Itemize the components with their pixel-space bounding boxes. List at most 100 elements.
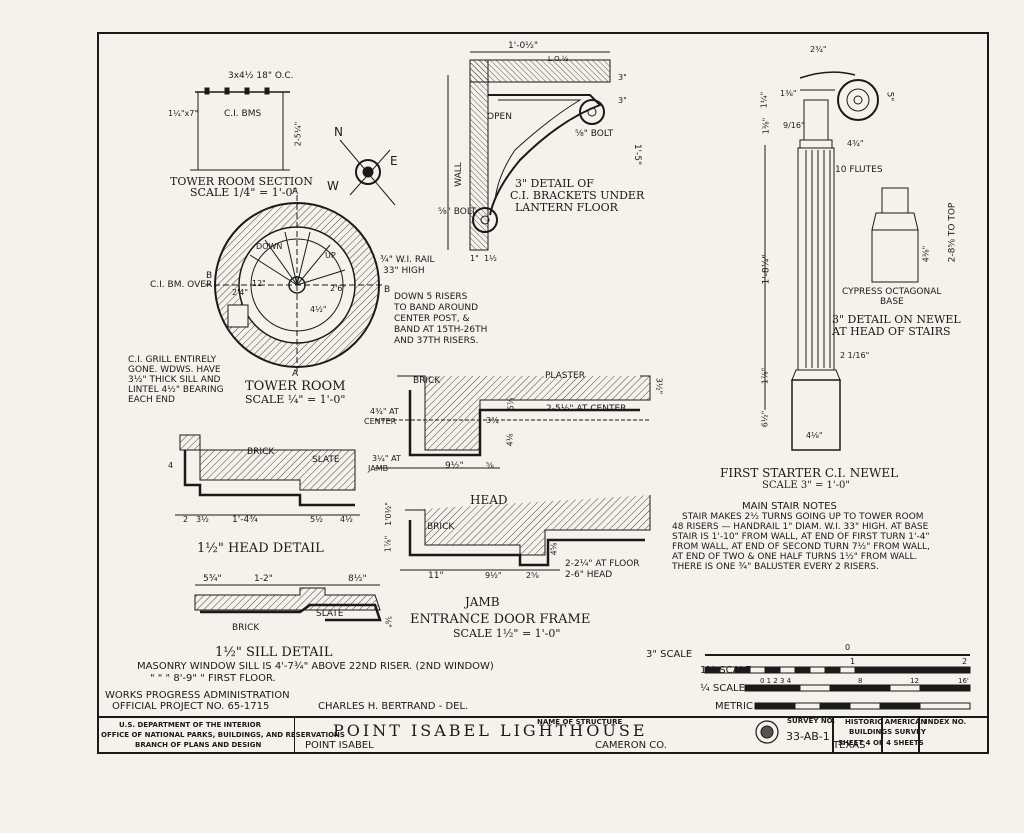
cypress-base-drawing	[871, 187, 919, 283]
habs-line-1: HISTORIC AMERICAN	[845, 718, 927, 726]
section-mark-a-top: A	[292, 187, 299, 197]
head-dim-b: 4⅛	[505, 433, 515, 447]
scale-metric-label: METRIC	[715, 701, 753, 712]
title-block-divider-2	[918, 716, 920, 754]
scale-1-5-n2: 2	[962, 657, 968, 666]
department-line-1: U.S. DEPARTMENT OF THE INTERIOR	[119, 721, 262, 729]
delineator-credit: CHARLES H. BERTRAND - DEL.	[318, 701, 469, 712]
sheet-border	[97, 32, 989, 754]
bracket-title-3: LANTERN FLOOR	[515, 201, 618, 214]
bracket-bolt-top: ⅝" BOLT	[575, 129, 614, 139]
cypress-base-label-2: BASE	[880, 297, 904, 307]
cypress-base-label-1: CYPRESS OCTAGONAL	[842, 287, 942, 297]
sill-dim-1: 5¾"	[203, 574, 222, 584]
head-dim-c: 9½"	[445, 461, 464, 471]
head-jamb-1: 3¼" AT	[372, 454, 401, 463]
sill-slate-label: SLATE	[316, 609, 344, 619]
cypress-base-dim: 2-8⅝ TO TOP	[947, 202, 958, 263]
stair-notes-line-3: STAIR IS 1'-10" FROM WALL, AT END OF FIR…	[672, 532, 930, 542]
head15-dim-5: 4½	[340, 515, 353, 524]
newel-dim-4: 6½"	[760, 410, 770, 428]
graphic-scales	[704, 654, 971, 710]
sill-dim-2: 1-2"	[254, 574, 273, 584]
title-block-divider-1	[832, 716, 834, 754]
department-line-2: OFFICE OF NATIONAL PARKS, BUILDINGS, AND…	[101, 731, 345, 739]
head-dim-d: 5⅞	[506, 397, 516, 411]
jamb-brick-label: BRICK	[427, 522, 455, 532]
newel-head-title-2: AT HEAD OF STAIRS	[832, 325, 951, 338]
section-mark-a-bottom: A	[292, 369, 299, 379]
wpa-line-2: OFFICIAL PROJECT NO. 65-1715	[112, 701, 270, 712]
head-jamb-2: JAMB	[368, 464, 389, 473]
wpa-line-1: WORKS PROGRESS ADMINISTRATION	[105, 690, 290, 701]
bracket-width-dim: 1'-0½"	[508, 41, 539, 51]
stair-note-5: AND 37TH RISERS.	[394, 336, 479, 346]
head15-slate-label: SLATE	[312, 455, 340, 465]
newel-dim-2: 2 1/16"	[840, 351, 870, 360]
head15-dim-4: 5½	[310, 515, 323, 524]
habs-line-2: BUILDINGS SURVEY	[849, 728, 926, 736]
head-detail-drawing	[375, 375, 651, 469]
jamb-detail-drawing	[400, 495, 651, 571]
newel-dim-5: 4⅛"	[806, 431, 823, 440]
newel-dim-3: 1⅞"	[760, 367, 770, 385]
stair-notes-line-2: 48 RISERS — HANDRAIL 1" DIAM. W.I. 33" H…	[672, 522, 929, 532]
jamb-dim-7: 2-2¼" AT FLOOR	[565, 559, 640, 569]
structure-name-label: NAME OF STRUCTURE	[537, 718, 623, 726]
newel-head-dim-right: 5"	[884, 91, 895, 102]
stair-note-1: DOWN 5 RISERS	[394, 292, 468, 302]
jamb-dim-3: 11"	[428, 571, 444, 581]
north-arrow-compass	[339, 139, 396, 206]
jamb-dim-4: 9½"	[485, 571, 502, 580]
head-plaster-label: PLASTER	[545, 371, 585, 381]
stair-down-label: DOWN	[256, 242, 283, 251]
tower-room-scale: SCALE ¼" = 1'-0"	[245, 393, 346, 406]
structure-name: POINT ISABEL LIGHTHOUSE	[333, 721, 648, 740]
scale-quarter-label: ¼ SCALE	[700, 683, 745, 694]
sill-detail-drawing	[194, 584, 382, 622]
stair-notes-title: MAIN STAIR NOTES	[742, 501, 837, 512]
jamb-dim-6: 4⅝	[549, 542, 559, 556]
stair-notes-line-1: STAIR MAKES 2½ TURNS GOING UP TO TOWER R…	[682, 512, 924, 522]
bracket-detail-drawing	[447, 51, 611, 251]
jamb-dim-2: 1⅞"	[383, 535, 393, 553]
stair-notes-line-5: AT END OF TWO & ONE HALF TURNS 1½" FROM …	[672, 552, 918, 562]
section-mark-b-left: B	[206, 271, 213, 281]
scale-quarter-ticks: 0 1 2 3 4	[760, 677, 792, 685]
head-1-5-detail-drawing	[175, 434, 360, 516]
tower-room-section-scale: SCALE 1/4" = 1'-0"	[190, 186, 298, 199]
grill-note-5: EACH END	[128, 395, 175, 405]
grill-note-3: 3½" THICK SILL AND	[128, 375, 221, 385]
sill-dim-3: 8½"	[348, 574, 367, 584]
habs-seal	[755, 720, 779, 744]
tower-room-section-drawing	[190, 87, 290, 171]
flutes-label: 10 FLUTES	[835, 165, 883, 175]
tower-room-plan-drawing	[205, 195, 385, 375]
sill-note-2: " " " 8'-9" " FIRST FLOOR.	[150, 673, 276, 684]
bracket-dim-2: 3"	[618, 96, 627, 105]
rail-label-1: ¾" W.I. RAIL	[380, 255, 435, 265]
compass-east: E	[390, 154, 398, 168]
newel-head-dim-3: 4¾"	[847, 139, 864, 148]
tower-room-dim-1: 12"	[252, 279, 266, 288]
first-starter-title: FIRST STARTER C.I. NEWEL	[720, 466, 899, 480]
head15-dim-2: 3½	[196, 515, 209, 524]
rail-label-2: 33" HIGH	[383, 266, 425, 276]
beam-dim: 1¼"x7"	[168, 109, 199, 118]
head15-dim-3: 1'-4¾	[232, 515, 258, 525]
sill-note-1: MASONRY WINDOW SILL IS 4'-7¾" ABOVE 22ND…	[137, 661, 494, 672]
survey-no: 33-AB-1	[786, 730, 830, 743]
grill-note-1: C.I. GRILL ENTIRELY	[128, 355, 217, 365]
sill-title: 1½" SILL DETAIL	[215, 645, 333, 660]
survey-no-label: SURVEY NO.	[787, 717, 836, 725]
section-mark-b-right: B	[384, 285, 391, 295]
stair-note-4: BAND AT 15TH-26TH	[394, 325, 488, 335]
structure-county: CAMERON CO.	[595, 740, 667, 751]
stair-notes-line-6: THERE IS ONE ¾" BALUSTER EVERY 2 RISERS.	[672, 562, 879, 572]
scale-3in-label: 3" SCALE	[646, 649, 693, 660]
stair-notes-line-4: FROM WALL, AT END OF SECOND TURN 7½" FRO…	[672, 542, 930, 552]
bracket-title-1: 3" DETAIL OF	[515, 177, 594, 190]
stair-note-2: TO BAND AROUND	[394, 303, 479, 313]
section-height-dim: 2-5¼"	[293, 121, 303, 147]
